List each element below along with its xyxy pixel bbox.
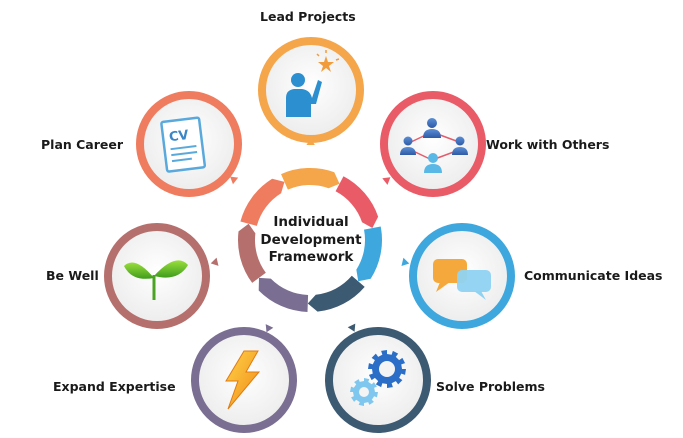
lightning-bolt-icon (225, 350, 261, 410)
people-figures (400, 118, 468, 173)
node-circle-lead-projects (258, 37, 364, 143)
pointer-be-well (210, 257, 219, 266)
ring-segment-lead-projects (281, 168, 340, 190)
pointer-solve-problems (347, 323, 356, 332)
chat-bubbles-icon (433, 259, 491, 300)
sprout-icon (124, 260, 188, 300)
pointer-work-with-others (382, 177, 391, 185)
cv-document-icon: CV (160, 116, 207, 173)
gear-hole (359, 387, 369, 397)
label-plan-career: Plan Career (41, 137, 124, 152)
ring-segment-solve-problems (307, 275, 365, 312)
center-title-line2: Development (260, 231, 362, 248)
ring-segment-be-well (238, 223, 266, 283)
center-title-line3: Framework (268, 249, 354, 265)
center-title: Individual Development Framework (248, 214, 374, 267)
pointer-expand-expertise (265, 324, 274, 333)
center-title-line1: Individual (273, 214, 349, 230)
label-be-well: Be Well (46, 268, 99, 283)
label-lead-projects: Lead Projects (260, 9, 356, 24)
ring-segment-work-with-others (335, 176, 379, 229)
label-communicate-ideas: Communicate Ideas (524, 268, 663, 283)
ring-segment-plan-career (240, 178, 285, 226)
label-solve-problems: Solve Problems (436, 379, 545, 394)
ring-segment-communicate-ideas (356, 226, 382, 282)
pointer-plan-career (230, 176, 239, 185)
gear-hole (379, 361, 395, 377)
central-ring (238, 168, 382, 312)
node-circles (104, 37, 515, 433)
pointer-communicate-ideas (401, 257, 410, 266)
gears-icon (350, 350, 406, 406)
person-with-star-icon (286, 50, 340, 117)
node-circle-work-with-others (380, 91, 486, 197)
label-expand-expertise: Expand Expertise (53, 379, 176, 394)
svg-text:CV: CV (168, 128, 189, 145)
ring-segment-expand-expertise (258, 277, 309, 312)
label-work-with-others: Work with Others (486, 137, 610, 152)
